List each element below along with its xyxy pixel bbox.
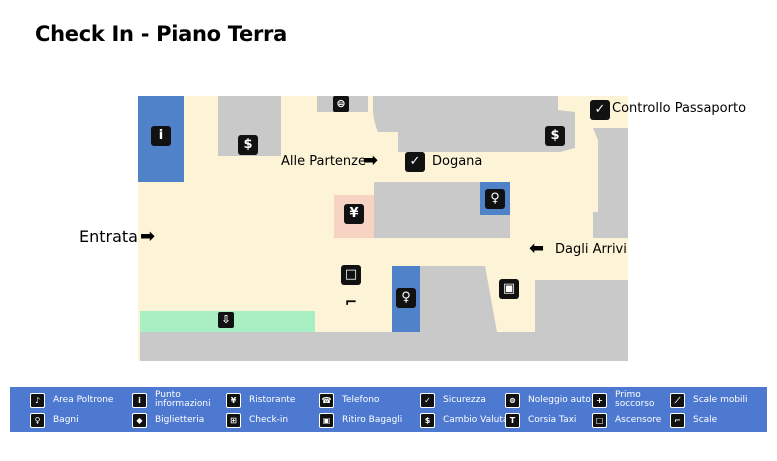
block-top-right (373, 96, 575, 152)
block-middle (374, 182, 510, 238)
entrance-label: Entrata (79, 227, 138, 246)
block-bottom-right (420, 266, 628, 361)
wc-icon-lower: ♀ (396, 288, 416, 308)
security-icon: ✓ (420, 393, 435, 408)
car-icon: ⊜ (505, 393, 520, 408)
phone-icon: □ (341, 265, 361, 285)
legend: ♪ Area Poltrone i Punto informazioni ¥ R… (10, 387, 767, 432)
legend-item: ✓ Sicurezza (420, 393, 486, 408)
legend-item: ⊜ Noleggio auto (505, 393, 591, 408)
taxi-icon: T (505, 413, 520, 428)
money-exchange-icon-right: $ (545, 126, 565, 146)
customs-label: Dogana (432, 154, 483, 169)
exchange-icon: $ (420, 413, 435, 428)
legend-item: $ Cambio Valuta (420, 413, 508, 428)
elevator-icon: ⇩ (218, 312, 234, 328)
from-arrivals-arrow-icon: ⬅ (529, 238, 545, 259)
cutlery-icon: ¥ (226, 393, 241, 408)
info-icon: i (132, 392, 147, 408)
legend-item: ☎ Telefono (319, 393, 379, 408)
legend-item: ⟋ Scale mobili (670, 393, 748, 408)
restaurant-icon: ¥ (344, 204, 364, 224)
seat-icon: ♪ (30, 393, 45, 408)
block-right-column (593, 128, 628, 238)
customs-icon: ✓ (405, 152, 425, 172)
legend-item: ♀ Bagni (30, 413, 79, 428)
legend-item: T Corsia Taxi (505, 413, 576, 428)
legend-item: ⌐ Scale (670, 413, 717, 428)
stairs-icon: ⌐ (344, 293, 358, 311)
legend-item: i Punto informazioni (132, 391, 211, 409)
legend-item: + Primo soccorso (592, 391, 657, 409)
car-rental-icon: ⊜ (333, 96, 349, 112)
passport-control-label: Controllo Passaporto (612, 101, 747, 116)
from-arrivals-label: Dagli Arrivi (555, 242, 627, 257)
legend-item: ◆ Biglietteria (132, 413, 204, 428)
escalator-icon: ⟋ (670, 393, 685, 408)
money-exchange-icon: $ (238, 135, 258, 155)
page-title: Check In - Piano Terra (35, 22, 287, 46)
passport-control-icon: ✓ (590, 100, 610, 120)
legend-item: ⊞ Check-in (226, 413, 288, 428)
entrance-arrow-icon: ➡ (140, 226, 156, 247)
ticket-icon: ◆ (132, 413, 147, 428)
legend-item: ♪ Area Poltrone (30, 393, 113, 408)
block-bottom-strip (140, 332, 425, 361)
legend-item: ¥ Ristorante (226, 393, 295, 408)
first-aid-icon: + (592, 392, 607, 408)
to-departures-label: Alle Partenze (281, 154, 366, 169)
elevator-icon: □ (592, 413, 607, 428)
phone-icon: ☎ (319, 393, 334, 408)
to-departures-arrow-icon: ➡ (363, 150, 379, 171)
stairs-icon: ⌐ (670, 413, 685, 428)
baggage-claim-icon: ▣ (499, 279, 519, 299)
info-icon: i (151, 126, 171, 146)
legend-item: ▣ Ritiro Bagagli (319, 413, 402, 428)
checkin-icon: ⊞ (226, 413, 241, 428)
baggage-icon: ▣ (319, 413, 334, 428)
wc-icon-upper: ♀ (485, 189, 505, 209)
wc-icon: ♀ (30, 413, 45, 428)
floor-plan (138, 96, 628, 361)
legend-item: □ Ascensore (592, 413, 661, 428)
